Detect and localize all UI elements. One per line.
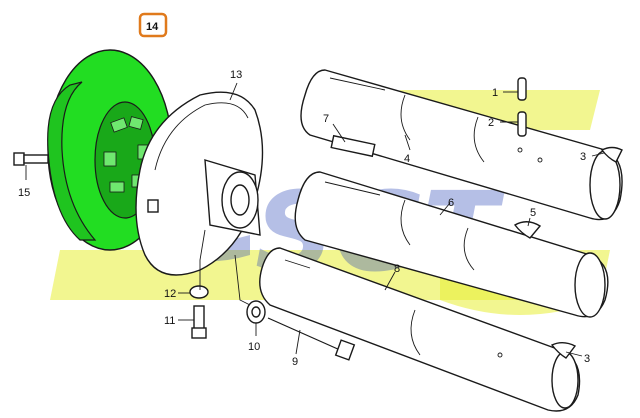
leader-lines bbox=[25, 82, 605, 357]
callout-1: 1 bbox=[492, 87, 498, 99]
highlight-badge bbox=[138, 12, 168, 38]
key-part-5[interactable] bbox=[513, 221, 542, 239]
callout-6: 6 bbox=[448, 197, 454, 209]
shaft-part-8[interactable] bbox=[259, 247, 581, 412]
shaft-part-4[interactable] bbox=[300, 69, 623, 221]
callout-2: 2 bbox=[488, 117, 494, 129]
callout-13: 13 bbox=[230, 69, 242, 81]
washer-part-12[interactable] bbox=[189, 285, 209, 299]
bolt-part-11[interactable] bbox=[191, 305, 207, 339]
callout-3b: 3 bbox=[584, 353, 590, 365]
nut-part-10[interactable] bbox=[246, 300, 266, 324]
callout-10: 10 bbox=[248, 341, 260, 353]
backing-plate-part-13[interactable] bbox=[135, 91, 264, 276]
callout-8: 8 bbox=[394, 263, 400, 275]
callout-5: 5 bbox=[530, 207, 536, 219]
key-part-3-lower[interactable] bbox=[550, 342, 577, 359]
callout-9: 9 bbox=[292, 356, 298, 368]
callout-12: 12 bbox=[164, 288, 176, 300]
callout-3a: 3 bbox=[580, 151, 586, 163]
key-part-3-upper[interactable] bbox=[600, 146, 623, 163]
bolt-part-15[interactable] bbox=[13, 152, 49, 166]
callout-labels: 14 13 1 2 3 7 4 6 5 8 15 12 11 10 9 3 bbox=[18, 21, 590, 368]
callout-4: 4 bbox=[404, 153, 410, 165]
callout-7: 7 bbox=[323, 113, 329, 125]
callout-11: 11 bbox=[164, 315, 175, 327]
pin-part-1[interactable] bbox=[517, 77, 527, 101]
callout-15: 15 bbox=[18, 187, 30, 199]
key-part-7[interactable] bbox=[330, 134, 376, 158]
bolt-part-9[interactable] bbox=[267, 317, 356, 361]
shaft-part-6[interactable] bbox=[294, 171, 609, 318]
pin-part-2[interactable] bbox=[517, 111, 527, 137]
callout-14: 14 bbox=[146, 21, 159, 33]
